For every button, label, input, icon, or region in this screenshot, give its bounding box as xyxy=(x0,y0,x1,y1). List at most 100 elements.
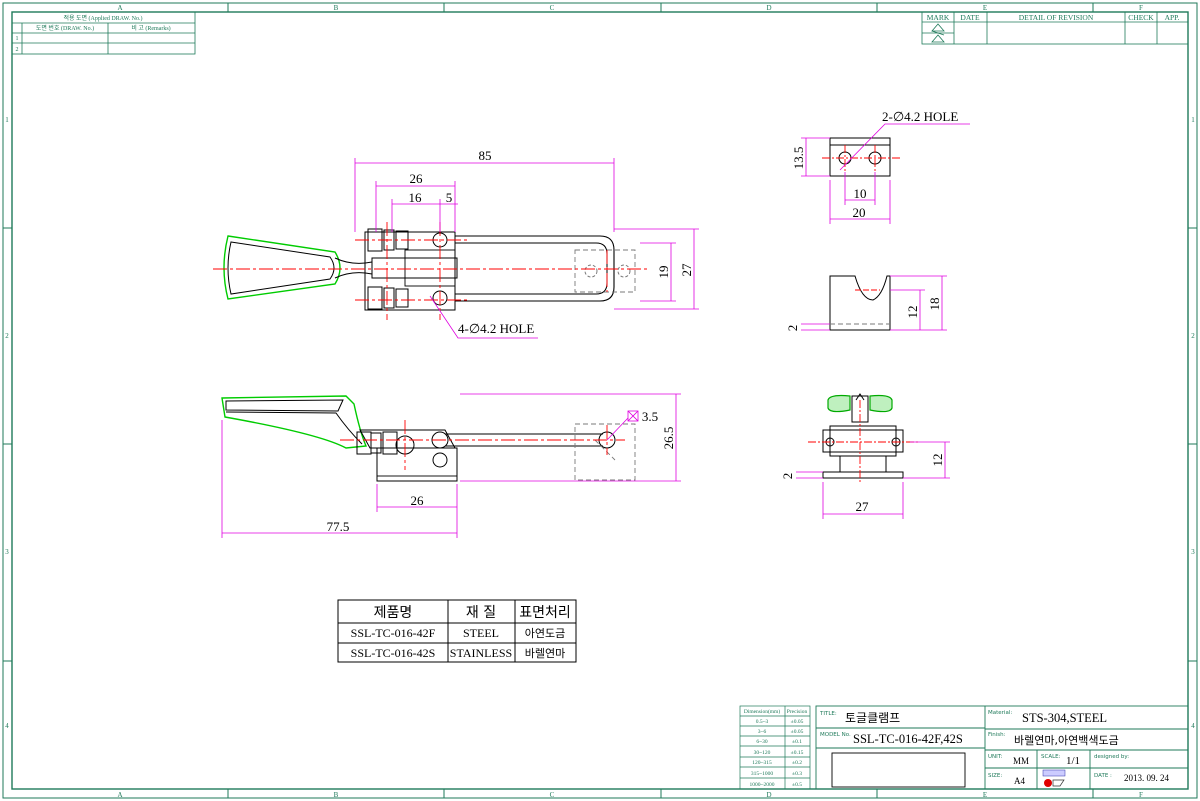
product-row-1-finish: 아연도금 xyxy=(525,627,565,640)
tolerance-row-4-range: 30~120 xyxy=(754,750,771,756)
row-label-4-right: 4 xyxy=(1191,722,1195,730)
dim-19: 19 xyxy=(656,266,671,279)
tolerance-row-7-range: 1000~2000 xyxy=(750,782,775,788)
col-label-b-bottom: B xyxy=(334,791,339,799)
dim-16: 16 xyxy=(409,190,423,205)
top-view xyxy=(213,222,650,320)
side-view-handle xyxy=(221,395,368,449)
dim-26-top: 26 xyxy=(410,171,424,186)
row-label-2: 2 xyxy=(5,332,9,340)
dim-27-end: 27 xyxy=(856,499,870,514)
size-label: SIZE: xyxy=(988,773,1002,779)
callout-2-hole: 2-∅4.2 HOLE xyxy=(882,109,958,124)
date-value: 2013. 09. 24 xyxy=(1124,773,1170,783)
product-row-1-name: SSL-TC-016-42F xyxy=(351,626,436,640)
finish-label: Finish: xyxy=(988,732,1006,738)
applied-table-row-2: 2 xyxy=(16,47,19,53)
revision-header-app: APP. xyxy=(1165,13,1180,22)
unit-label: UNIT: xyxy=(988,754,1003,760)
col-label-a-bottom: A xyxy=(117,791,122,799)
dim-27-top: 27 xyxy=(679,263,694,277)
tolerance-row-2-value: ±0.05 xyxy=(791,729,804,735)
col-label-d-bottom: D xyxy=(766,791,771,799)
product-header-finish: 표면처리 xyxy=(519,605,571,621)
title-block xyxy=(815,705,1189,790)
model-label: MODEL No. xyxy=(820,732,851,738)
product-row-1-material: STEEL xyxy=(463,626,499,640)
dim-12-end: 12 xyxy=(930,454,945,467)
tolerance-row-1-value: ±0.05 xyxy=(791,719,804,725)
frame-labels: A B C D E F A B C D E F 1 2 3 4 1 2 3 4 xyxy=(5,4,1195,799)
product-row-2-finish: 바렐연마 xyxy=(525,647,565,660)
col-label-a: A xyxy=(117,4,122,12)
col-label-e: E xyxy=(983,4,987,12)
base-plate-top-view xyxy=(822,137,900,177)
scale-value: 1/1 xyxy=(1066,755,1080,767)
applied-table-title: 적용 도면 (Applied DRAW. No.) xyxy=(63,14,142,22)
tolerance-row-4-value: ±0.15 xyxy=(791,750,804,756)
tolerance-row-5-range: 120~315 xyxy=(752,760,772,766)
drawing-title: 토글클램프 xyxy=(845,711,900,725)
dim-20: 20 xyxy=(853,205,866,220)
top-view-handle xyxy=(223,235,341,300)
col-label-e-bottom: E xyxy=(983,791,987,799)
dim-85: 85 xyxy=(479,148,492,163)
applied-table-col-remarks: 비 고 (Remarks) xyxy=(131,24,170,32)
tolerance-row-3-range: 6~30 xyxy=(756,739,767,745)
dim-26-bottom: 26 xyxy=(411,493,425,508)
dim-12-side: 12 xyxy=(905,306,920,319)
dim-26-5: 26.5 xyxy=(661,427,676,450)
row-label-3-right: 3 xyxy=(1191,548,1195,556)
col-label-f-bottom: F xyxy=(1139,791,1143,799)
dim-2-end: 2 xyxy=(780,473,795,480)
applied-table-row-1: 1 xyxy=(16,36,19,42)
col-label-c-bottom: C xyxy=(550,791,555,799)
dim-2-side: 2 xyxy=(785,325,800,332)
callout-4-hole: 4-∅4.2 HOLE xyxy=(458,321,534,336)
finish-value: 바렐연마,아연백색도금 xyxy=(1014,734,1119,747)
dim-13-5: 13.5 xyxy=(791,147,806,170)
row-label-3: 3 xyxy=(5,548,9,556)
revision-header-check: CHECK xyxy=(1128,13,1154,22)
tolerance-row-3-value: ±0.1 xyxy=(792,739,802,745)
tolerance-row-6-range: 315~1000 xyxy=(751,771,773,777)
size-value: A4 xyxy=(1014,776,1025,786)
end-view xyxy=(808,393,920,482)
dim-5: 5 xyxy=(446,190,453,205)
base-plate-side-view xyxy=(829,275,891,331)
title-label: TITLE: xyxy=(819,711,837,717)
col-label-b: B xyxy=(334,4,339,12)
col-label-d: D xyxy=(766,4,771,12)
model-number: SSL-TC-016-42F,42S xyxy=(853,732,963,746)
dim-77-5: 77.5 xyxy=(327,519,350,534)
material-label: Material: xyxy=(988,710,1012,716)
dimension-lines xyxy=(221,123,970,538)
tolerance-row-6-value: ±0.3 xyxy=(792,771,802,777)
tolerance-header-dimension: Dimension(mm) xyxy=(744,708,781,715)
revision-table xyxy=(921,11,1189,45)
col-label-c: C xyxy=(550,4,555,12)
tolerance-row-5-value: ±0.2 xyxy=(792,760,802,766)
tolerance-table xyxy=(739,705,811,790)
tolerance-row-2-range: 3~6 xyxy=(758,729,767,735)
tolerance-row-1-range: 0.5~3 xyxy=(756,719,769,725)
row-label-2-right: 2 xyxy=(1191,332,1195,340)
scale-label: SCALE: xyxy=(1041,754,1061,760)
revision-header-date: DATE xyxy=(960,13,980,22)
product-row-2-name: SSL-TC-016-42S xyxy=(351,646,436,660)
product-header-material: 재 질 xyxy=(466,605,496,621)
top-view-base xyxy=(364,231,456,311)
product-header-name: 제품명 xyxy=(374,605,413,621)
unit-value: MM xyxy=(1013,756,1029,766)
date-label: DATE : xyxy=(1094,773,1112,779)
dim-18: 18 xyxy=(927,298,942,311)
side-view xyxy=(221,395,636,482)
row-label-1: 1 xyxy=(5,116,9,124)
designed-by-label: designed by: xyxy=(1094,754,1129,760)
end-view-handle xyxy=(827,394,893,413)
dim-square-3-5: 3.5 xyxy=(642,409,658,424)
top-view-u-bar xyxy=(455,235,615,302)
dim-10: 10 xyxy=(854,186,867,201)
tolerance-header-precision: Precision xyxy=(787,709,808,715)
